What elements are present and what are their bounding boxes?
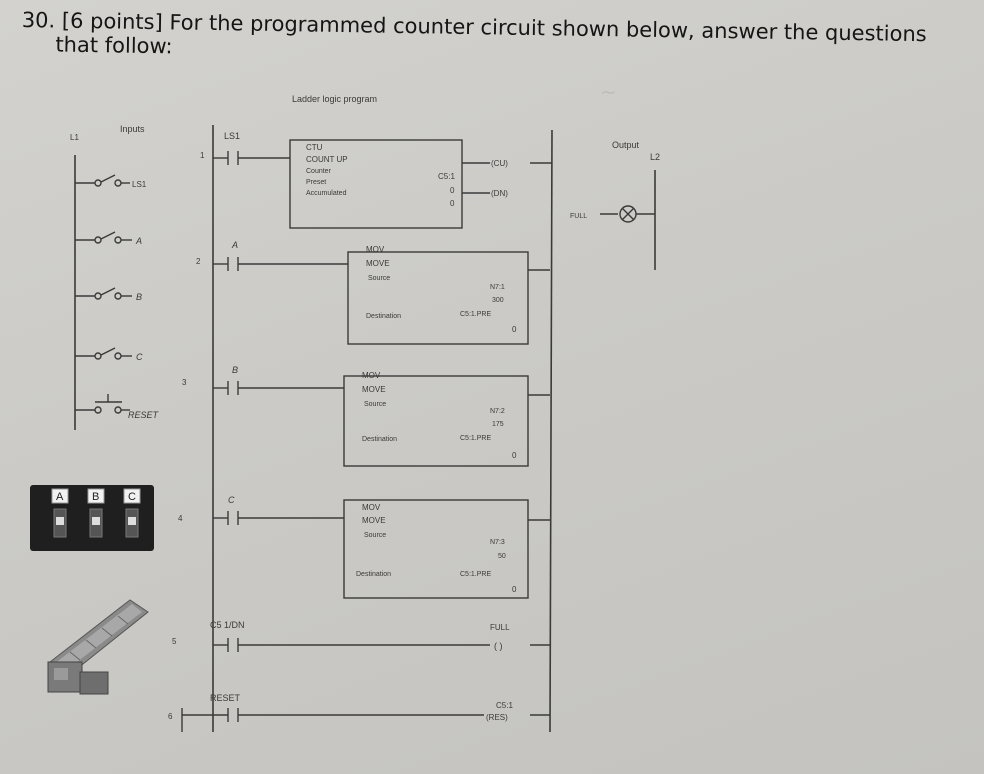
rung-number-6: 6 [168, 712, 173, 721]
panel-button-b: B [87, 488, 105, 538]
output-full-label: FULL [570, 213, 587, 220]
l2-label: L2 [650, 152, 660, 162]
mov3-dest-value: 0 [512, 585, 517, 594]
ctu-accumulated-label: Accumulated [306, 190, 347, 197]
ctu-counter-value: C5:1 [438, 172, 455, 181]
panel-button-b-label: B [92, 491, 99, 503]
mov3-dest-addr: C5:1.PRE [460, 571, 491, 578]
mov-block-2 [343, 375, 529, 467]
bleed-through-text: ~ [600, 80, 617, 104]
mov-block-1 [347, 251, 529, 345]
panel-button-a-label: A [56, 491, 64, 503]
mov2-source-addr: N7:2 [490, 408, 505, 415]
mov1-dest-label: Destination [366, 313, 401, 320]
mov3-header: MOV [362, 503, 381, 512]
panel-button-c: C [123, 488, 141, 538]
mov2-dest-label: Destination [362, 436, 397, 443]
contact-label-a: A [231, 240, 238, 250]
contact-label-b: B [232, 365, 238, 375]
input-label-a: A [135, 236, 142, 246]
mov1-title: MOVE [366, 259, 390, 268]
mov-block-3 [343, 499, 529, 599]
ctu-accumulated-value: 0 [450, 199, 455, 208]
ctu-block [289, 139, 463, 229]
mov1-dest-addr: C5:1.PRE [460, 311, 491, 318]
inputs-label: Inputs [120, 124, 145, 134]
ctu-counter-label: Counter [306, 168, 332, 175]
mov3-source-label: Source [364, 532, 386, 539]
res-coil-addr: C5:1 [496, 701, 513, 710]
mov2-dest-addr: C5:1.PRE [460, 435, 491, 442]
l1-label: L1 [70, 133, 79, 142]
rung-number-1: 1 [200, 151, 205, 160]
mov1-source-addr: N7:1 [490, 284, 505, 291]
rung-number-2: 2 [196, 257, 201, 266]
mov1-header: MOV [366, 245, 385, 254]
mov2-header: MOV [362, 371, 381, 380]
ctu-preset-value: 0 [450, 186, 455, 195]
mov1-source-label: Source [368, 275, 390, 282]
output-label: Output [612, 140, 640, 150]
full-coil-symbol: ( ) [494, 641, 503, 651]
mov1-dest-value: 0 [512, 325, 517, 334]
panel-button-a: A [51, 488, 69, 538]
ctu-header: CTU [306, 143, 323, 152]
mov3-source-addr: N7:3 [490, 539, 505, 546]
rung-number-3: 3 [182, 378, 187, 387]
diagram-title: Ladder logic program [292, 94, 377, 104]
mov3-dest-label: Destination [356, 571, 391, 578]
mov3-source-value: 50 [498, 553, 506, 560]
mov2-source-label: Source [364, 401, 386, 408]
mov2-dest-value: 0 [512, 451, 517, 460]
input-label-ls1: LS1 [132, 180, 147, 189]
ctu-title: COUNT UP [306, 155, 348, 164]
contact-label-c: C [228, 495, 235, 505]
conveyor-illustration [40, 592, 160, 702]
mov1-source-value: 300 [492, 297, 504, 304]
contact-label-reset: RESET [210, 693, 241, 703]
input-label-c: C [136, 352, 143, 362]
res-coil-symbol: (RES) [486, 713, 508, 722]
input-label-reset: RESET [128, 410, 160, 420]
panel-button-c-label: C [128, 491, 136, 503]
mov2-source-value: 175 [492, 421, 504, 428]
ctu-preset-label: Preset [306, 179, 326, 186]
contact-label-ls1: LS1 [224, 131, 240, 141]
rung-number-5: 5 [172, 637, 177, 646]
mov3-title: MOVE [362, 516, 386, 525]
ctu-dn-coil: (DN) [491, 189, 508, 198]
rung-number-4: 4 [178, 514, 183, 523]
pushbutton-panel: A B C [30, 485, 154, 551]
ctu-cu-coil: (CU) [491, 159, 508, 168]
mov2-title: MOVE [362, 385, 386, 394]
right-power-rail [549, 129, 553, 733]
contact-label-c5-dn: C5 1/DN [210, 620, 245, 630]
input-label-b: B [136, 292, 142, 302]
full-coil-label: FULL [490, 623, 510, 632]
